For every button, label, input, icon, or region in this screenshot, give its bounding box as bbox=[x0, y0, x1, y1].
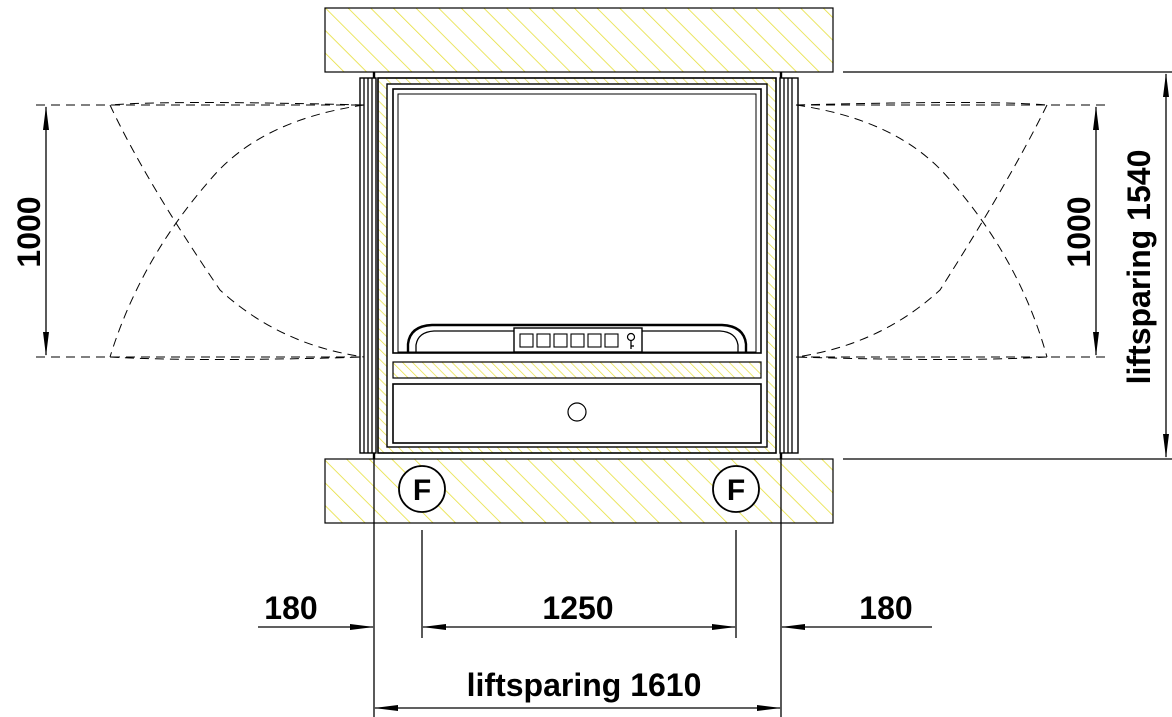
lift-car bbox=[377, 77, 777, 454]
left-door-swing bbox=[36, 102, 365, 360]
control-panel-button bbox=[536, 333, 551, 348]
left-door-dimension: 1000 bbox=[11, 106, 50, 356]
rail-spacing-dimensions: 180 1250 180 bbox=[258, 590, 932, 630]
control-panel-button bbox=[519, 333, 534, 348]
left-offset-label: 180 bbox=[264, 590, 317, 626]
control-panel bbox=[513, 327, 643, 353]
fixing-marker-right: F bbox=[712, 465, 760, 513]
lower-compartment-circle bbox=[567, 402, 587, 422]
left-door-panels bbox=[359, 77, 377, 454]
shaft-width-label: liftsparing 1610 bbox=[467, 667, 702, 703]
control-panel-button bbox=[604, 333, 619, 348]
fixing-marker-left-label: F bbox=[413, 474, 431, 507]
left-door-dimension-label: 1000 bbox=[11, 196, 47, 267]
fixing-marker-right-label: F bbox=[727, 474, 745, 507]
right-door-panels bbox=[779, 77, 799, 454]
key-icon bbox=[626, 332, 636, 349]
shaft-depth-dimension: liftsparing 1540 bbox=[843, 71, 1172, 460]
bottom-extension-lines bbox=[373, 459, 782, 717]
control-panel-button bbox=[553, 333, 568, 348]
control-panel-button bbox=[587, 333, 602, 348]
right-door-dimension-label: 1000 bbox=[1061, 196, 1097, 267]
control-panel-buttons bbox=[519, 333, 619, 348]
top-wall bbox=[324, 7, 834, 73]
fixing-marker-left: F bbox=[398, 465, 446, 513]
right-door-swing bbox=[795, 102, 1108, 360]
right-door-dimension: 1000 bbox=[1061, 106, 1099, 356]
right-offset-label: 180 bbox=[859, 590, 912, 626]
shaft-depth-label: liftsparing 1540 bbox=[1121, 150, 1157, 385]
control-panel-button bbox=[570, 333, 585, 348]
rail-spacing-label: 1250 bbox=[542, 590, 613, 626]
shaft-width-dimension: liftsparing 1610 bbox=[374, 667, 781, 711]
